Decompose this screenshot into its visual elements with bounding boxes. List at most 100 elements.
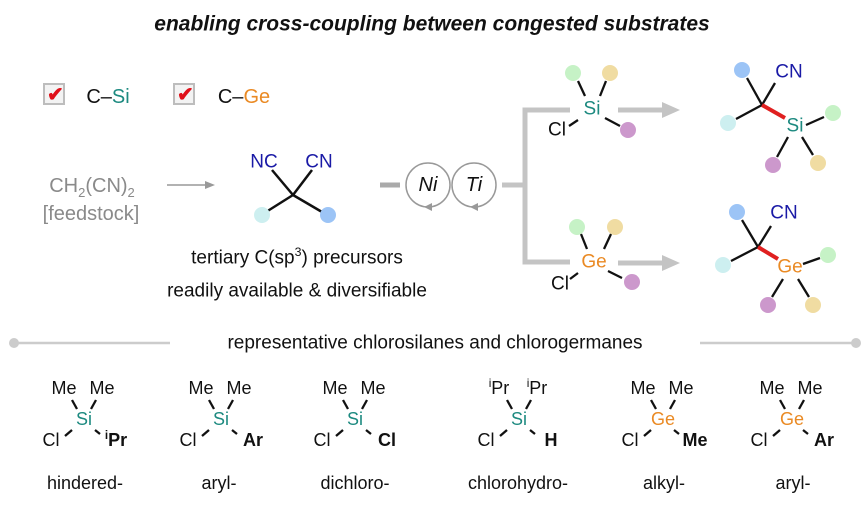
chloro-substituent: Cl (621, 430, 639, 450)
page-title: enabling cross-coupling between congeste… (154, 12, 710, 36)
dot-green (820, 247, 836, 263)
substituent-top-left: Me (322, 378, 348, 398)
bond (360, 399, 369, 410)
substituent-top-right: Me (89, 378, 115, 398)
chlorosilane-reagent-bonds (568, 80, 621, 128)
feedstock-formula: CH2(CN)2 (49, 175, 135, 200)
precursor-skeleton (254, 169, 336, 223)
dot-purple (624, 274, 640, 290)
section-divider (9, 338, 861, 348)
chloro-substituent: Cl (179, 430, 197, 450)
bond (64, 429, 73, 437)
check-icon: ✔ (177, 84, 194, 106)
section-heading: representative chlorosilanes and chlorog… (227, 332, 643, 354)
chloro-substituent: Cl (477, 430, 495, 450)
dot-purple (620, 122, 636, 138)
ti-catalyst-label: Ti (465, 174, 483, 196)
product-si-cn: CN (775, 61, 803, 83)
c-si-label: C–Si (86, 86, 130, 108)
dot-yellow (607, 219, 623, 235)
bond (70, 399, 79, 410)
branch-bracket (522, 107, 570, 265)
reagent-si-atom: Si (583, 98, 601, 120)
checkbox-c-si: ✔ (43, 83, 65, 106)
chloro-substituent: Cl (750, 430, 768, 450)
cn-label: CN (305, 151, 333, 173)
new-c-ge-bond (756, 245, 780, 261)
bond (365, 429, 372, 435)
bond (341, 399, 350, 410)
bond (668, 399, 677, 410)
reagent-ge-cl: Cl (551, 273, 569, 295)
substituent-right: Cl (378, 430, 396, 450)
dot-green (569, 219, 585, 235)
bond (529, 429, 536, 435)
bond (201, 429, 210, 437)
structure-class-label: dichloro- (320, 473, 390, 493)
chloro-substituent: Cl (313, 430, 331, 450)
substituent-right: Ar (813, 430, 835, 450)
bond (335, 429, 344, 437)
bond (207, 399, 216, 410)
checkbox-c-ge: ✔ (173, 83, 195, 106)
substituent-dot-blue (320, 207, 336, 223)
substituent-top-left: Me (188, 378, 214, 398)
bond (772, 429, 781, 437)
bond (94, 429, 101, 435)
ni-cycle-arrowhead (424, 203, 432, 211)
substituent-top-right: Me (226, 378, 252, 398)
dot-yellow (805, 297, 821, 313)
substituent-top-left: iPr (488, 377, 510, 398)
product-ge-cn: CN (770, 202, 798, 224)
bond (797, 399, 806, 410)
bond (231, 429, 238, 435)
dot-green (825, 105, 841, 121)
substituent-dot-cyan (254, 207, 270, 223)
substituent-right: H (544, 430, 558, 450)
reaction-arrow-top (618, 102, 680, 118)
bond (89, 399, 98, 410)
new-c-si-bond (761, 103, 786, 120)
check-icon: ✔ (47, 84, 64, 106)
dot-blue (734, 62, 750, 78)
product-ge-atom: Ge (777, 256, 803, 278)
dot-purple (765, 157, 781, 173)
substituent-right: Me (682, 430, 708, 450)
dot-blue (729, 204, 745, 220)
structure-class-label: alkyl- (642, 473, 686, 493)
reagent-si-cl: Cl (548, 119, 566, 141)
c-ge-label: C–Ge (217, 86, 271, 108)
structure-class-label: chlorohydro- (467, 473, 569, 493)
bond (226, 399, 235, 410)
bond (499, 429, 508, 437)
central-atom: Si (75, 409, 93, 429)
substituent-top-left: Me (759, 378, 785, 398)
dot-yellow (810, 155, 826, 171)
bond (802, 429, 809, 435)
bond (643, 429, 652, 437)
structure-class-label: aryl- (775, 473, 811, 493)
nc-label: NC (250, 151, 278, 173)
germane-product-bonds (730, 219, 821, 298)
substituent-top-left: Me (630, 378, 656, 398)
central-atom: Si (510, 409, 528, 429)
reaction-arrow-bottom (618, 255, 680, 271)
feedstock-label: [feedstock] (42, 203, 140, 225)
bond (505, 399, 514, 410)
dot-cyan (720, 115, 736, 131)
silane-product-bonds (735, 77, 825, 158)
precursor-caption-2: readily available & diversifiable (167, 280, 427, 302)
substituent-top-right: Me (797, 378, 823, 398)
chloro-substituent: Cl (42, 430, 60, 450)
substituent-top-left: Me (51, 378, 77, 398)
bond (673, 429, 680, 435)
central-atom: Si (346, 409, 364, 429)
dot-yellow (602, 65, 618, 81)
bond (524, 399, 533, 410)
structure-class-label: aryl- (201, 473, 237, 493)
ti-cycle-arrowhead (470, 203, 478, 211)
substituent-top-right: iPr (526, 377, 548, 398)
reagent-ge-atom: Ge (581, 251, 607, 273)
feedstock-arrow (167, 181, 215, 189)
central-atom: Ge (779, 409, 805, 429)
